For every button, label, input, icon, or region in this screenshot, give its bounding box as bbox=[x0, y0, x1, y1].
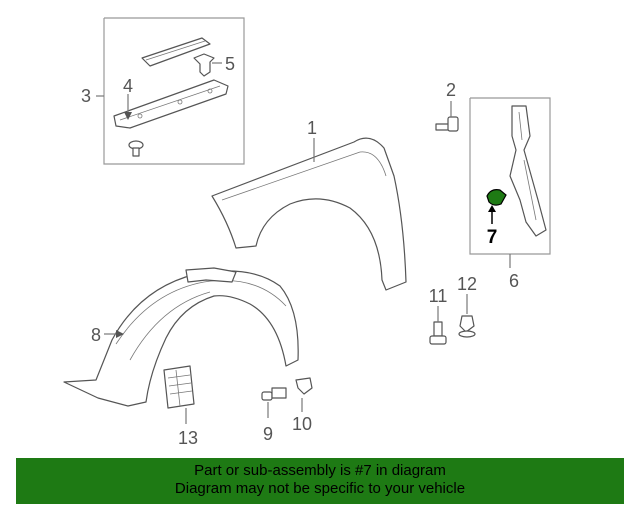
part-11-bolt[interactable] bbox=[429, 306, 447, 345]
callout-12[interactable]: 12 bbox=[457, 274, 477, 294]
callout-8[interactable]: 8 bbox=[91, 325, 101, 345]
part-4-seal-bracket[interactable] bbox=[113, 79, 229, 129]
part-7-clip[interactable] bbox=[486, 189, 507, 224]
part-12-clip[interactable] bbox=[458, 294, 476, 338]
callout-3[interactable]: 3 bbox=[81, 86, 91, 106]
callout-9[interactable]: 9 bbox=[263, 424, 273, 444]
group-box-3 bbox=[103, 17, 245, 165]
callout-10[interactable]: 10 bbox=[292, 414, 312, 434]
part-9-screw[interactable] bbox=[261, 387, 287, 418]
part-2-bolt[interactable] bbox=[435, 101, 459, 132]
callout-7[interactable]: 7 bbox=[487, 227, 498, 248]
part-1-fender[interactable] bbox=[211, 137, 407, 291]
callout-4[interactable]: 4 bbox=[123, 76, 133, 96]
callout-6[interactable]: 6 bbox=[509, 271, 519, 291]
callout-13[interactable]: 13 bbox=[178, 428, 198, 448]
callout-11[interactable]: 11 bbox=[429, 286, 448, 306]
diagram-notice-banner: Part or sub-assembly is #7 in diagram Di… bbox=[16, 458, 624, 504]
notice-line-disclaimer: Diagram may not be specific to your vehi… bbox=[174, 480, 466, 497]
part-8-fender-liner[interactable] bbox=[63, 267, 299, 407]
callout-2[interactable]: 2 bbox=[446, 80, 456, 100]
part-13-cover-plate[interactable] bbox=[163, 365, 195, 424]
group-box-6 bbox=[469, 97, 551, 268]
part-10-clip[interactable] bbox=[295, 377, 313, 412]
part-5-retainer-strip[interactable] bbox=[141, 37, 215, 77]
notice-line-part: Part or sub-assembly is #7 in diagram bbox=[194, 462, 446, 479]
part-6-fender-bracket[interactable] bbox=[509, 105, 547, 237]
exploded-parts-diagram: 1 2 3 4 5 6 7 8 9 10 11 12 13 bbox=[63, 17, 551, 448]
part-4-clip bbox=[128, 140, 144, 157]
callout-1[interactable]: 1 bbox=[307, 118, 317, 138]
callout-5[interactable]: 5 bbox=[225, 54, 235, 74]
